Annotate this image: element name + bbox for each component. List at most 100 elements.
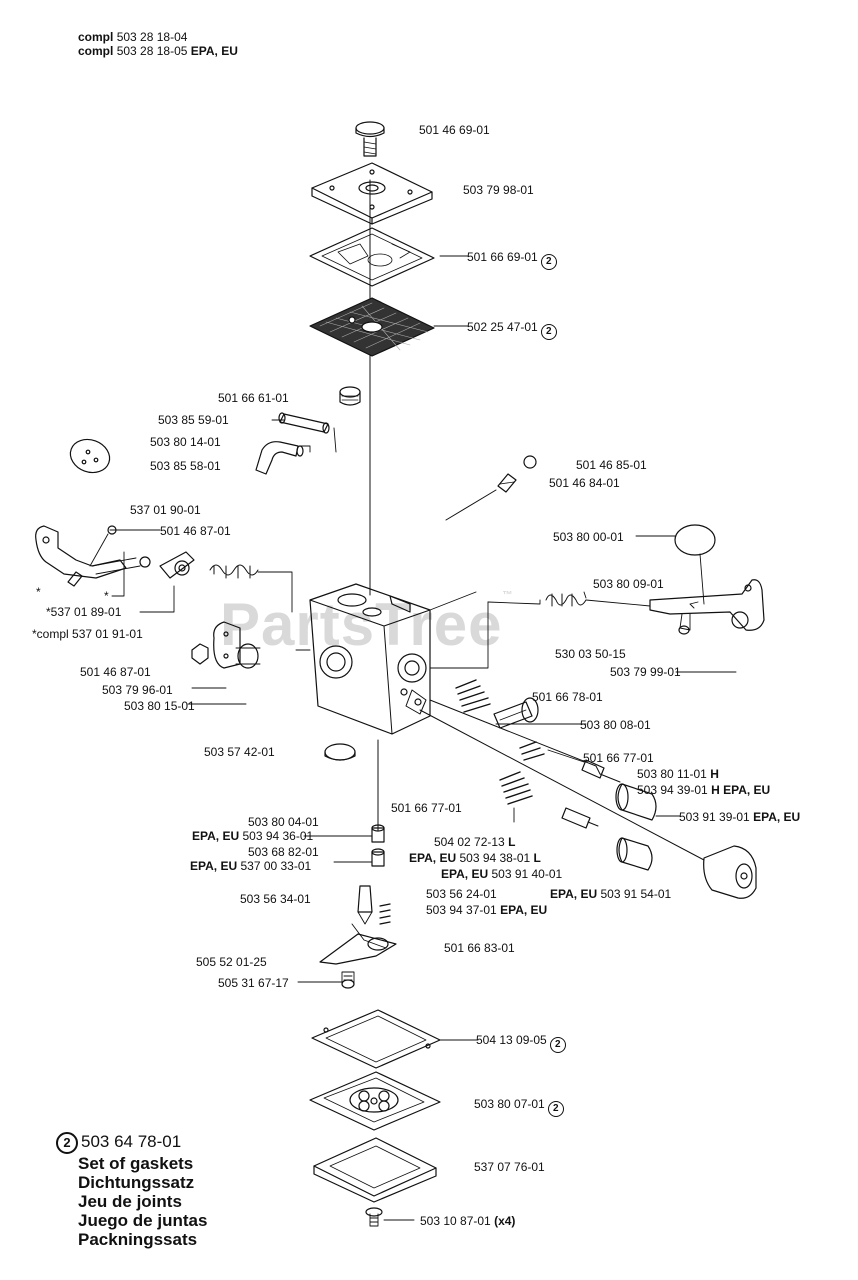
label-text: 503 79 99-01 <box>610 665 681 679</box>
label-idle-spring: 501 66 78-01 <box>532 690 603 704</box>
label-text: 503 80 04-01 <box>248 815 319 829</box>
label-text: 503 80 08-01 <box>580 718 651 732</box>
label-text: *compl 537 01 91-01 <box>32 627 143 641</box>
label-needle-tip: 501 46 85-01 <box>576 458 647 472</box>
label-text: 501 66 77-01 <box>583 751 654 765</box>
label-star-a: * <box>36 585 41 599</box>
throttle-plate-left <box>213 621 241 669</box>
label-text: 503 94 36-01 <box>242 829 314 843</box>
inlet-needle <box>445 455 537 521</box>
limiter-cap-2 <box>616 837 653 871</box>
label-text: *537 01 89-01 <box>46 605 122 619</box>
label-text: 505 31 67-17 <box>218 976 289 990</box>
label-throttle-spring: 503 80 09-01 <box>593 577 664 591</box>
label-high-needle: 503 80 11-01 H <box>637 767 719 781</box>
legend-marker: 2 <box>56 1132 78 1154</box>
label-sleeve-2: 503 68 82-01 <box>248 845 319 859</box>
metering-cover <box>313 1137 437 1203</box>
label-throttle-nut: 501 46 87-01 <box>80 665 151 679</box>
label-suffix: L <box>533 851 541 865</box>
legend-line-es: Juego de juntas <box>78 1211 208 1230</box>
header-compl-1: compl <box>78 30 114 44</box>
label-text: 501 66 78-01 <box>532 690 603 704</box>
label-metering-needle: 503 56 34-01 <box>240 892 311 906</box>
label-spring-b: 503 94 37-01 EPA, EU <box>426 903 547 917</box>
gasket-set-marker: 2 <box>549 1037 566 1053</box>
label-elbow-hose: 503 80 14-01 <box>150 435 221 449</box>
legend-line-fr: Jeu de joints <box>78 1192 182 1211</box>
welch-plug <box>324 743 356 761</box>
label-pump-cover: 503 79 98-01 <box>463 183 534 197</box>
label-sleeve-2-epa: EPA, EU 537 00 33-01 <box>190 859 311 873</box>
label-text: 503 79 96-01 <box>102 683 173 697</box>
label-text: 503 91 40-01 <box>491 867 563 881</box>
label-text: 501 66 77-01 <box>391 801 462 815</box>
label-text: 504 02 72-13 <box>434 835 505 849</box>
metering-lever <box>319 923 397 965</box>
label-text: 503 80 11-01 <box>637 767 707 781</box>
choke-screw-left <box>67 571 83 587</box>
low-needle <box>419 709 705 861</box>
label-sleeve-1: 503 80 04-01 <box>248 815 319 829</box>
cover-screw <box>365 1207 383 1227</box>
limiter-cap-1 <box>615 783 657 821</box>
choke-lever <box>35 525 151 579</box>
label-needle: 501 46 84-01 <box>549 476 620 490</box>
label-text: 504 13 09-05 <box>476 1033 547 1047</box>
label-idle-screw: 503 80 08-01 <box>580 718 651 732</box>
watermark-tm: ™ <box>502 590 514 601</box>
top-screw <box>355 121 385 157</box>
label-throttle-shaft: 503 79 99-01 <box>610 665 681 679</box>
label-throttle-washer: 503 80 15-01 <box>124 699 195 713</box>
label-text: 503 68 82-01 <box>248 845 319 859</box>
fuel-hose <box>278 412 337 453</box>
throttle-spring-right <box>429 591 651 669</box>
label-text: 503 80 09-01 <box>593 577 664 591</box>
elbow-hose <box>255 441 311 475</box>
axis-sleeves <box>371 824 385 867</box>
header-suffix-2: EPA, EU <box>190 44 238 58</box>
label-text: 503 91 39-01 <box>679 810 750 824</box>
label-text: 503 91 54-01 <box>600 887 672 901</box>
legend-line-sv: Packningssats <box>78 1230 198 1249</box>
label-text: 501 66 69-01 <box>467 250 538 264</box>
label-text: 503 79 98-01 <box>463 183 534 197</box>
label-text: 501 66 83-01 <box>444 941 515 955</box>
header-compl-2: compl <box>78 44 114 58</box>
legend-line-en: Set of gaskets <box>78 1154 194 1173</box>
label-suffix: H EPA, EU <box>711 783 771 797</box>
label-text: 503 85 59-01 <box>158 413 229 427</box>
choke-spring <box>209 564 293 613</box>
label-text: 503 80 15-01 <box>124 699 195 713</box>
label-prefix: EPA, EU <box>441 867 489 881</box>
label-text: 503 56 34-01 <box>240 892 311 906</box>
leader-lines <box>109 255 737 1221</box>
label-prefix: EPA, EU <box>409 851 457 865</box>
label-cap-epa: EPA, EU 503 91 54-01 <box>550 887 671 901</box>
label-throttle-screw: 530 03 50-15 <box>555 647 626 661</box>
label-throttle-disc: 503 80 00-01 <box>553 530 624 544</box>
watermark-text: PartsTree <box>220 591 503 658</box>
label-choke-compl: *compl 537 01 91-01 <box>32 627 143 641</box>
label-text: 503 94 39-01 <box>637 783 708 797</box>
label-suffix: L <box>508 835 516 849</box>
label-top-screw: 501 46 69-01 <box>419 123 490 137</box>
label-limiter-cap: 503 91 39-01 EPA, EU <box>679 810 800 824</box>
label-text: 503 56 24-01 <box>426 887 497 901</box>
header-number-2: 503 28 18-05 <box>116 44 188 58</box>
label-suffix: EPA, EU <box>500 903 548 917</box>
throttle-nut-left <box>191 643 261 669</box>
label-text: 537 07 76-01 <box>474 1160 545 1174</box>
gasket-set-marker: 2 <box>540 254 557 270</box>
label-text: * <box>36 585 41 599</box>
label-low-cap-epa: EPA, EU 503 91 40-01 <box>441 867 562 881</box>
label-low-needle-epa: EPA, EU 503 94 38-01 L <box>409 851 541 865</box>
label-low-spring: 501 66 77-01 <box>391 801 462 815</box>
label-text: 503 94 38-01 <box>459 851 531 865</box>
header-number-1: 503 28 18-04 <box>116 30 188 44</box>
label-text: 503 80 07-01 <box>474 1097 545 1111</box>
high-needle <box>429 699 621 783</box>
